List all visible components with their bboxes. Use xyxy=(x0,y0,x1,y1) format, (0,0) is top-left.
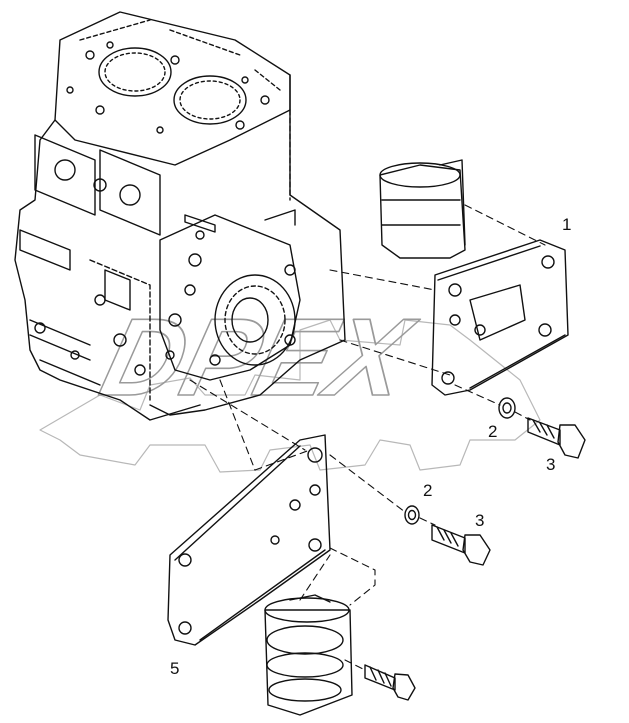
callout-3-lower: 3 xyxy=(475,511,484,530)
engine-block xyxy=(14,11,346,421)
washer-2-upper xyxy=(498,397,516,419)
callout-2-upper: 2 xyxy=(488,422,497,441)
bolt-3-lower xyxy=(431,524,491,566)
washer-2-lower xyxy=(404,505,420,525)
part-1-upper-bracket xyxy=(431,239,569,396)
callout-5: 5 xyxy=(170,659,179,678)
upper-rubber-mount xyxy=(379,159,466,259)
callout-labels: 1 2 3 2 3 5 xyxy=(170,215,571,678)
callout-3-upper: 3 xyxy=(546,455,555,474)
watermark-logo: DPEX xyxy=(39,295,541,473)
lower-rubber-mount xyxy=(264,594,353,716)
part-5-lower-bracket xyxy=(167,434,331,646)
bolt-3-upper xyxy=(527,417,586,459)
callout-1: 1 xyxy=(562,215,571,234)
assembly-lines xyxy=(189,204,546,671)
callout-2-lower: 2 xyxy=(423,481,432,500)
bolt-bottom xyxy=(364,664,416,701)
watermark-text: DPEX xyxy=(91,296,428,419)
